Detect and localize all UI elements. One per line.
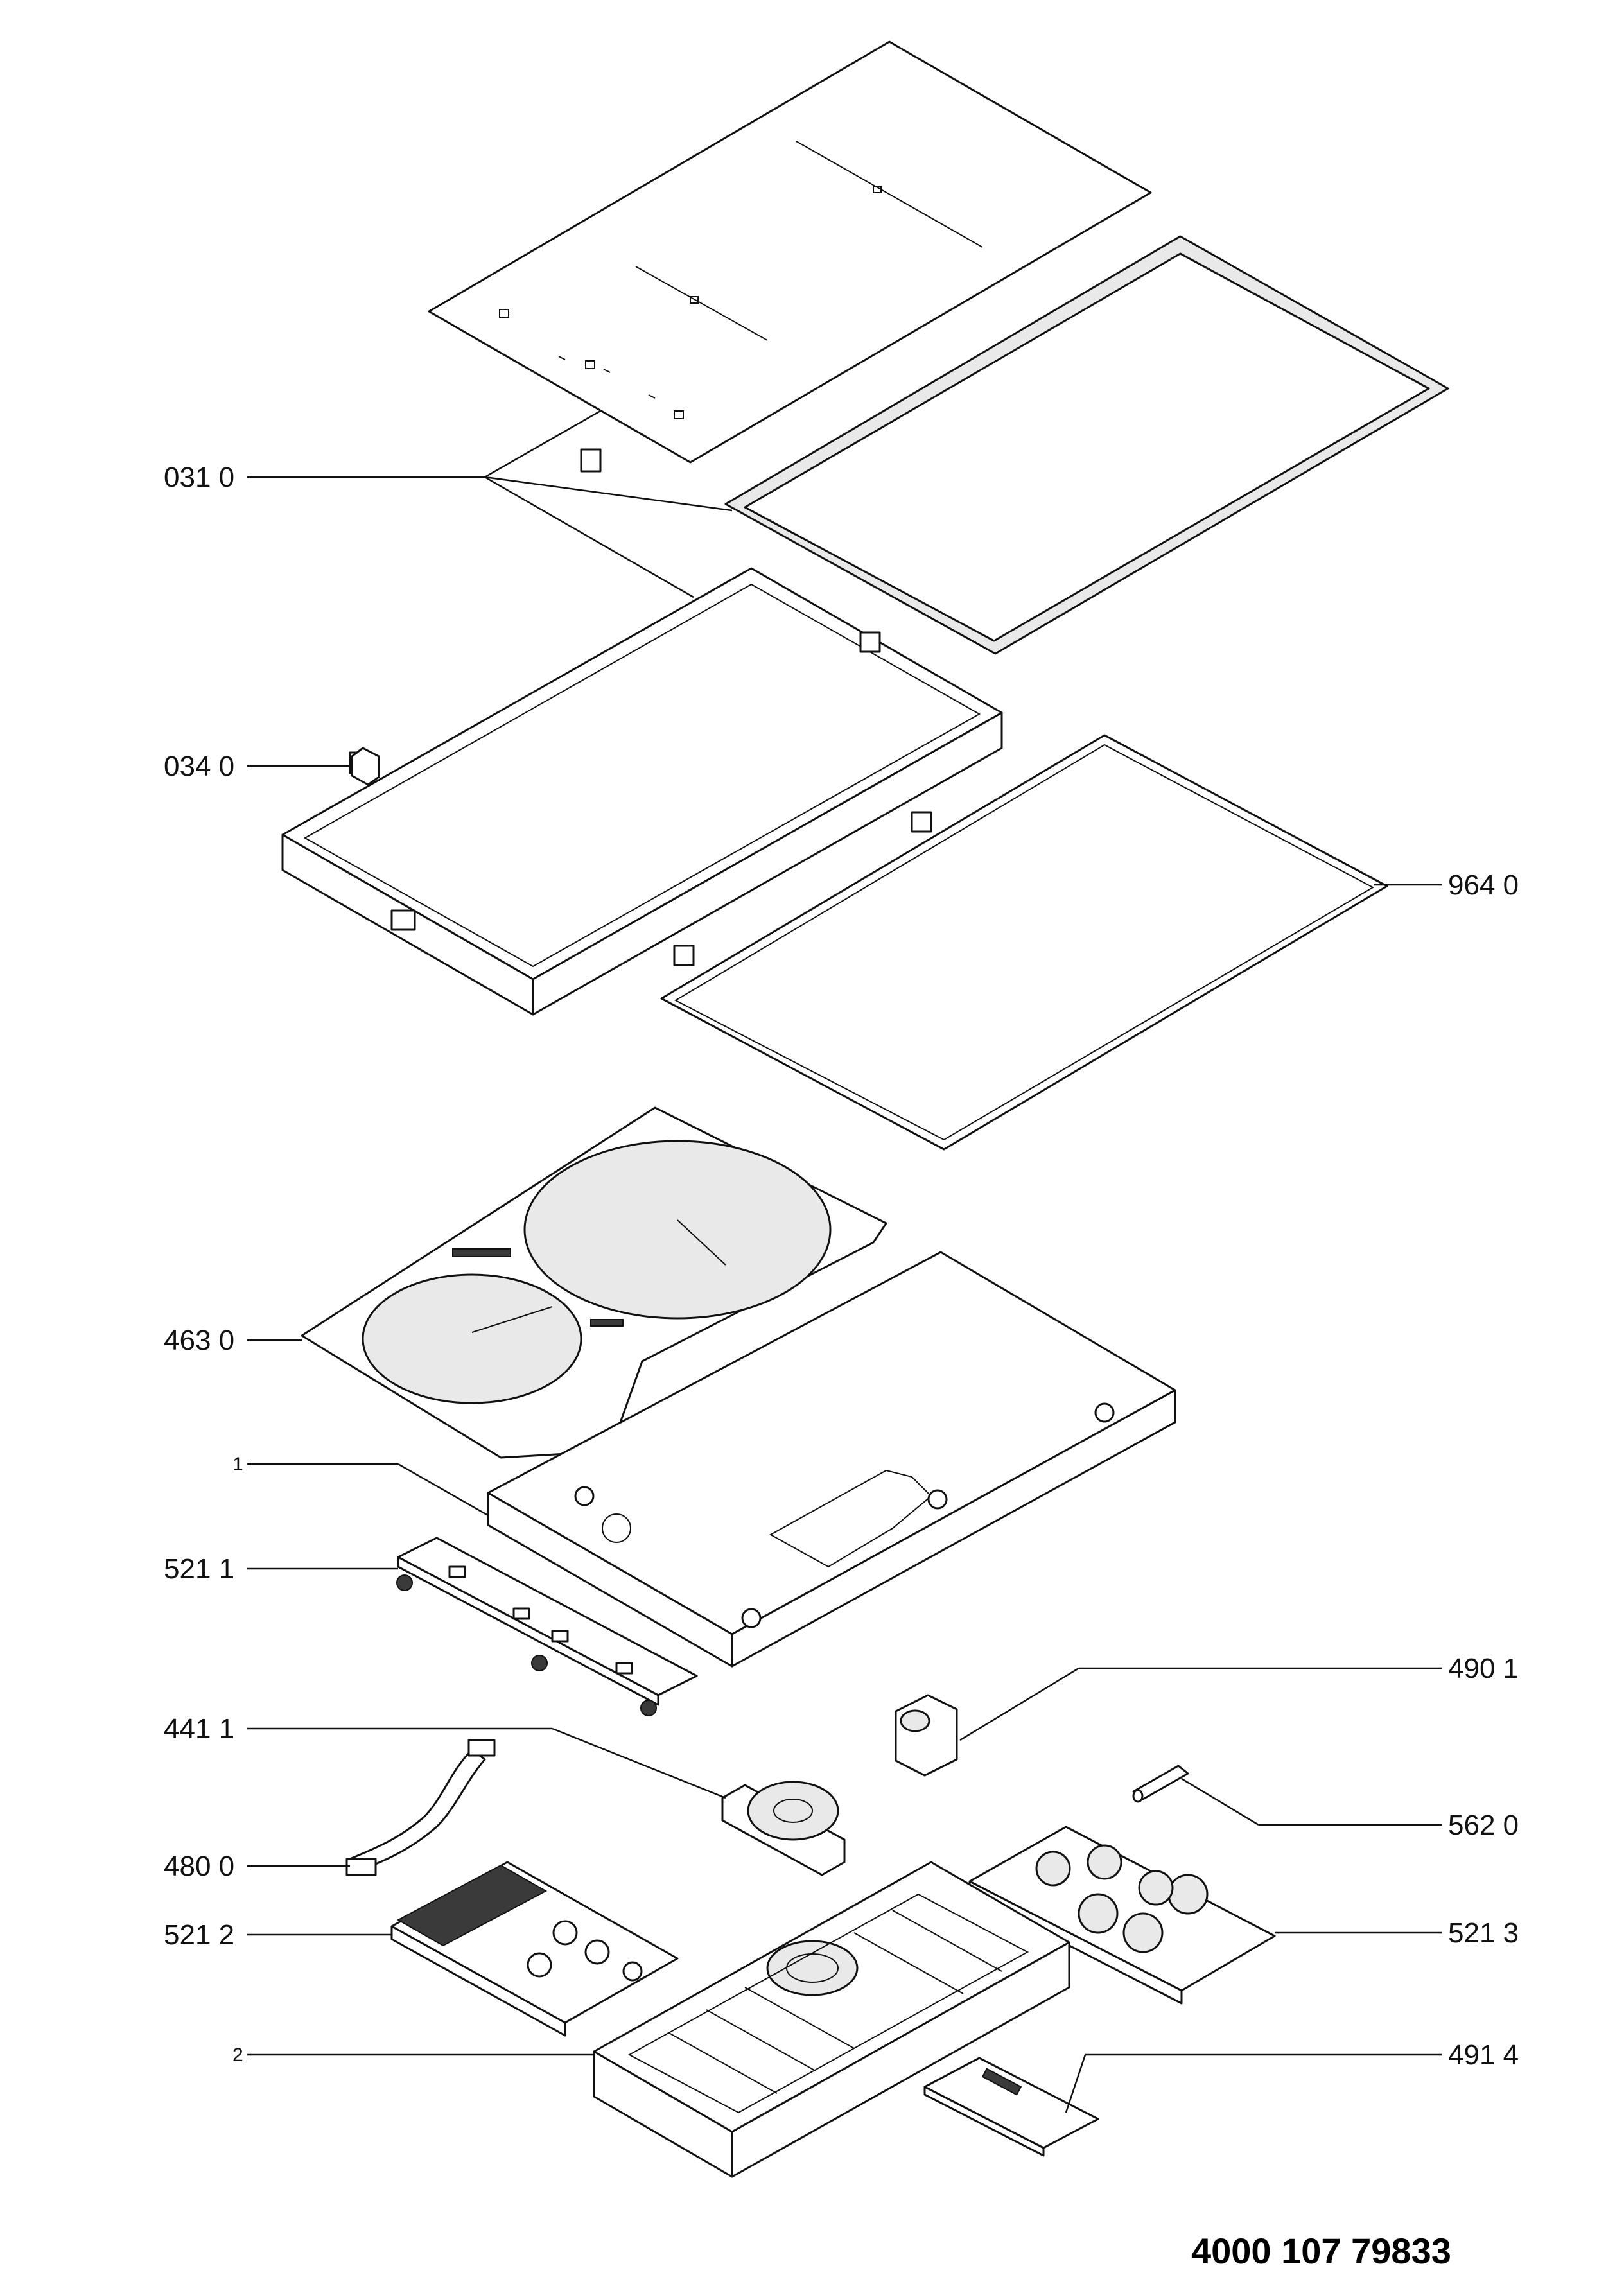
coil-part: [721, 1781, 846, 1876]
callout-1: 1: [232, 1454, 243, 1475]
power-board-right-part: [968, 1826, 1276, 2005]
document-number: 4000 107 79833: [1191, 2231, 1451, 2271]
power-board-left-part: [390, 1861, 679, 2037]
housing-part: [593, 1861, 1070, 2178]
display-board-part: [923, 2057, 1099, 2157]
callout-491-4: 491 4: [1448, 2039, 1519, 2071]
relay-part: [895, 1694, 958, 1777]
callout-480-0: 480 0: [164, 1851, 234, 1882]
gasket-frame-part: [724, 235, 1449, 655]
callout-521-3: 521 3: [1448, 1917, 1519, 1949]
callout-463-0: 463 0: [164, 1325, 234, 1356]
callout-034-0: 034 0: [164, 751, 234, 782]
callout-521-1: 521 1: [164, 1553, 234, 1585]
callout-521-2: 521 2: [164, 1919, 234, 1951]
callout-441-1: 441 1: [164, 1713, 234, 1745]
coil-plate-part: [301, 1106, 887, 1459]
cable-part: [345, 1739, 496, 1876]
callout-2: 2: [232, 2044, 243, 2066]
frame-clip-part: [351, 747, 380, 786]
control-board-part: [396, 1537, 698, 1716]
callout-964-0: 964 0: [1448, 869, 1519, 901]
metal-frame-part: [281, 448, 1003, 1016]
frame-seal-part: [660, 734, 1388, 1151]
callout-031-0: 031 0: [164, 462, 234, 493]
glass-top-part: [428, 40, 1152, 464]
callout-562-0: 562 0: [1448, 1809, 1519, 1841]
leader-lines: [247, 410, 1442, 2113]
base-plate-part: [487, 1251, 1176, 1668]
callout-490-1: 490 1: [1448, 1653, 1519, 1684]
fuse-part: [1132, 1765, 1189, 1803]
